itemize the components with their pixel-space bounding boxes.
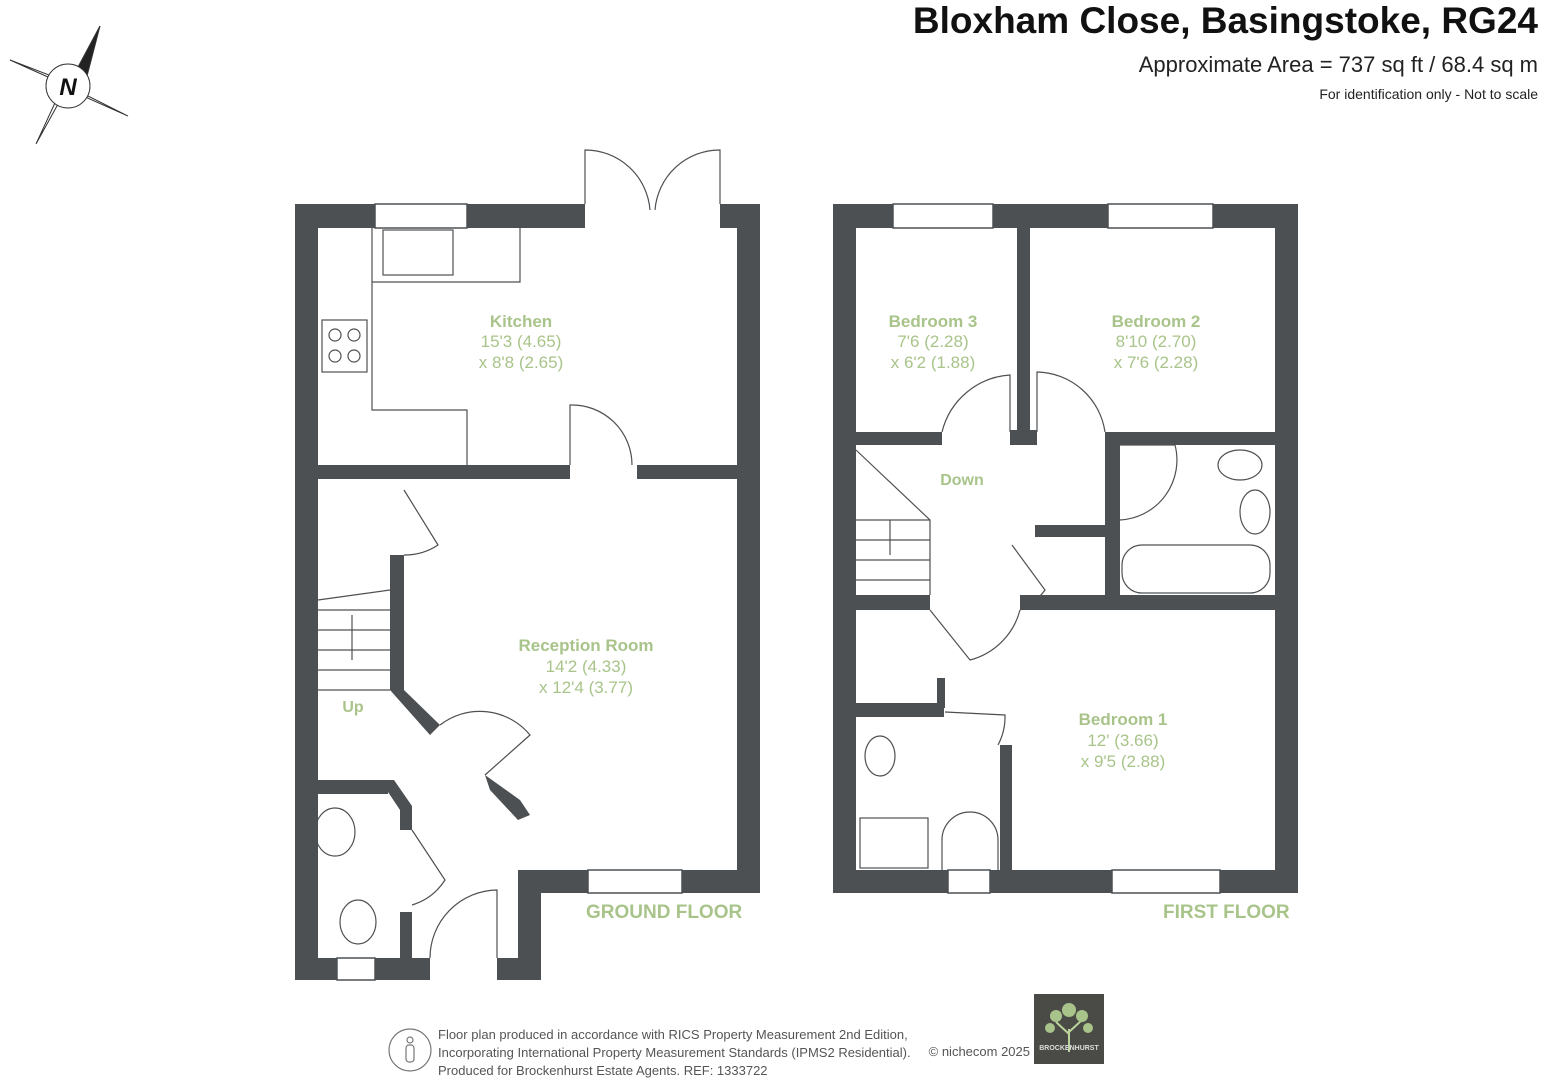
person-icon	[388, 1028, 432, 1072]
ground-floor-walls	[295, 204, 760, 980]
cupboard-door	[1011, 544, 1046, 611]
french-door-left	[584, 149, 651, 211]
svg-text:N: N	[59, 74, 77, 101]
svg-text:15'3 (4.65): 15'3 (4.65)	[481, 332, 562, 351]
first-floor-walls	[833, 204, 1298, 893]
french-door-right	[654, 149, 721, 211]
shower-icon	[859, 817, 929, 869]
basin-icon	[314, 807, 356, 857]
svg-text:8'10 (2.70): 8'10 (2.70)	[1116, 332, 1197, 351]
ensuite-door	[944, 711, 1006, 746]
room-label-kitchen: Kitchen 15'3 (4.65) x 8'8 (2.65)	[479, 312, 564, 372]
wc-door	[411, 829, 446, 906]
footer-line-2: Incorporating International Property Mea…	[438, 1045, 911, 1060]
svg-text:Bedroom 1: Bedroom 1	[1079, 710, 1168, 729]
bathroom-door	[1119, 444, 1178, 521]
footer-text: Floor plan produced in accordance with R…	[438, 1026, 911, 1080]
room-label-bedroom-1: Bedroom 1 12' (3.66) x 9'5 (2.88)	[1079, 710, 1168, 771]
approximate-area: Approximate Area = 737 sq ft / 68.4 sq m	[1138, 52, 1538, 77]
svg-text:Reception Room: Reception Room	[518, 636, 653, 655]
scale-note: For identification only - Not to scale	[1319, 86, 1538, 102]
reception-door	[439, 710, 531, 776]
bath-icon	[1121, 544, 1271, 594]
ground-floor-label: GROUND FLOOR	[586, 902, 742, 923]
stairs-down-label: Down	[940, 472, 984, 489]
svg-text:x 7'6 (2.28): x 7'6 (2.28)	[1114, 353, 1199, 372]
kitchen-door	[569, 404, 633, 466]
ensuite-basin-icon	[941, 811, 999, 870]
ensuite-toilet-icon	[864, 735, 896, 777]
toilet-icon	[1217, 449, 1263, 481]
stairs-up-label: Up	[342, 699, 364, 716]
bedroom3-door	[941, 374, 1011, 433]
first-floor-windows	[892, 203, 1221, 894]
svg-text:Bedroom 3: Bedroom 3	[889, 312, 978, 331]
svg-text:14'2 (4.33): 14'2 (4.33)	[546, 657, 627, 676]
svg-text:x 8'8 (2.65): x 8'8 (2.65)	[479, 353, 564, 372]
svg-text:x 6'2 (1.88): x 6'2 (1.88)	[891, 353, 976, 372]
hall-door	[403, 489, 439, 556]
svg-text:x 12'4 (3.77): x 12'4 (3.77)	[539, 678, 633, 697]
tree-icon	[1045, 1003, 1093, 1052]
room-label-bedroom-3: Bedroom 3 7'6 (2.28) x 6'2 (1.88)	[889, 312, 978, 372]
first-floor-label: FIRST FLOOR	[1163, 902, 1290, 923]
basin-icon	[1239, 489, 1271, 535]
landing-door	[929, 609, 1021, 661]
hob-icon	[321, 319, 368, 373]
svg-text:Bedroom 2: Bedroom 2	[1112, 312, 1201, 331]
footer-line-3: Produced for Brockenhurst Estate Agents.…	[438, 1063, 768, 1078]
copyright: © nichecom 2025	[928, 1044, 1030, 1059]
svg-text:12' (3.66): 12' (3.66)	[1087, 731, 1158, 750]
logo-text: BROCKENHURST	[1039, 1045, 1099, 1052]
toilet-icon	[339, 899, 377, 945]
room-label-reception: Reception Room 14'2 (4.33) x 12'4 (3.77)	[518, 636, 653, 697]
svg-text:x 9'5 (2.88): x 9'5 (2.88)	[1081, 752, 1166, 771]
kitchen-worktop	[371, 228, 521, 465]
property-title: Bloxham Close, Basingstoke, RG24	[912, 0, 1538, 41]
svg-text:Kitchen: Kitchen	[490, 312, 552, 331]
bedroom2-door	[1036, 371, 1106, 433]
front-door	[429, 889, 498, 959]
sink-icon	[382, 229, 454, 276]
stairs-down-icon	[855, 449, 931, 595]
compass-icon: N	[9, 25, 129, 145]
ground-floor-windows	[336, 203, 683, 981]
room-label-bedroom-2: Bedroom 2 8'10 (2.70) x 7'6 (2.28)	[1112, 312, 1201, 372]
svg-text:7'6 (2.28): 7'6 (2.28)	[897, 332, 968, 351]
brockenhurst-logo: BROCKENHURST	[1034, 994, 1104, 1064]
footer-line-1: Floor plan produced in accordance with R…	[438, 1027, 908, 1042]
stairs-icon	[317, 589, 391, 691]
